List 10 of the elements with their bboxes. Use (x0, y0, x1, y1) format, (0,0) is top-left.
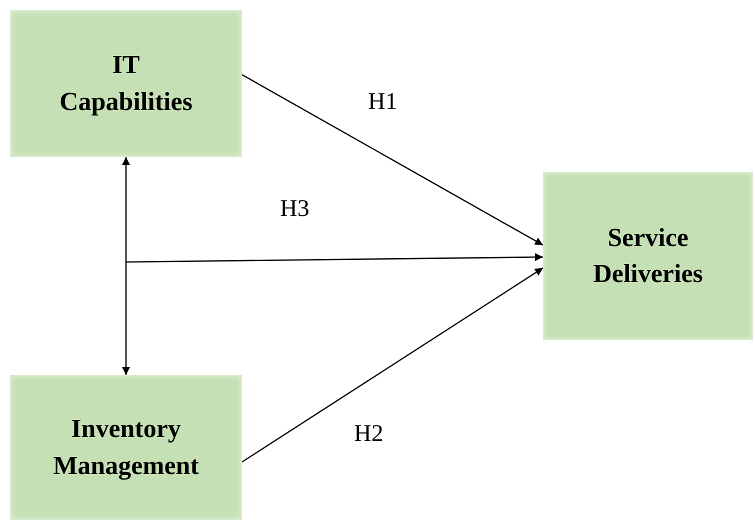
arrow (242, 74, 544, 246)
arrow (126, 253, 543, 263)
process-box (543, 172, 753, 340)
process-box (10, 375, 242, 520)
box-label: IT Capabilities (58, 49, 194, 118)
process-box (10, 10, 242, 157)
box-label: Inventory Management (52, 413, 200, 482)
box-label: Service Deliveries (592, 222, 704, 290)
arrow (242, 267, 544, 463)
arrow (122, 157, 130, 375)
